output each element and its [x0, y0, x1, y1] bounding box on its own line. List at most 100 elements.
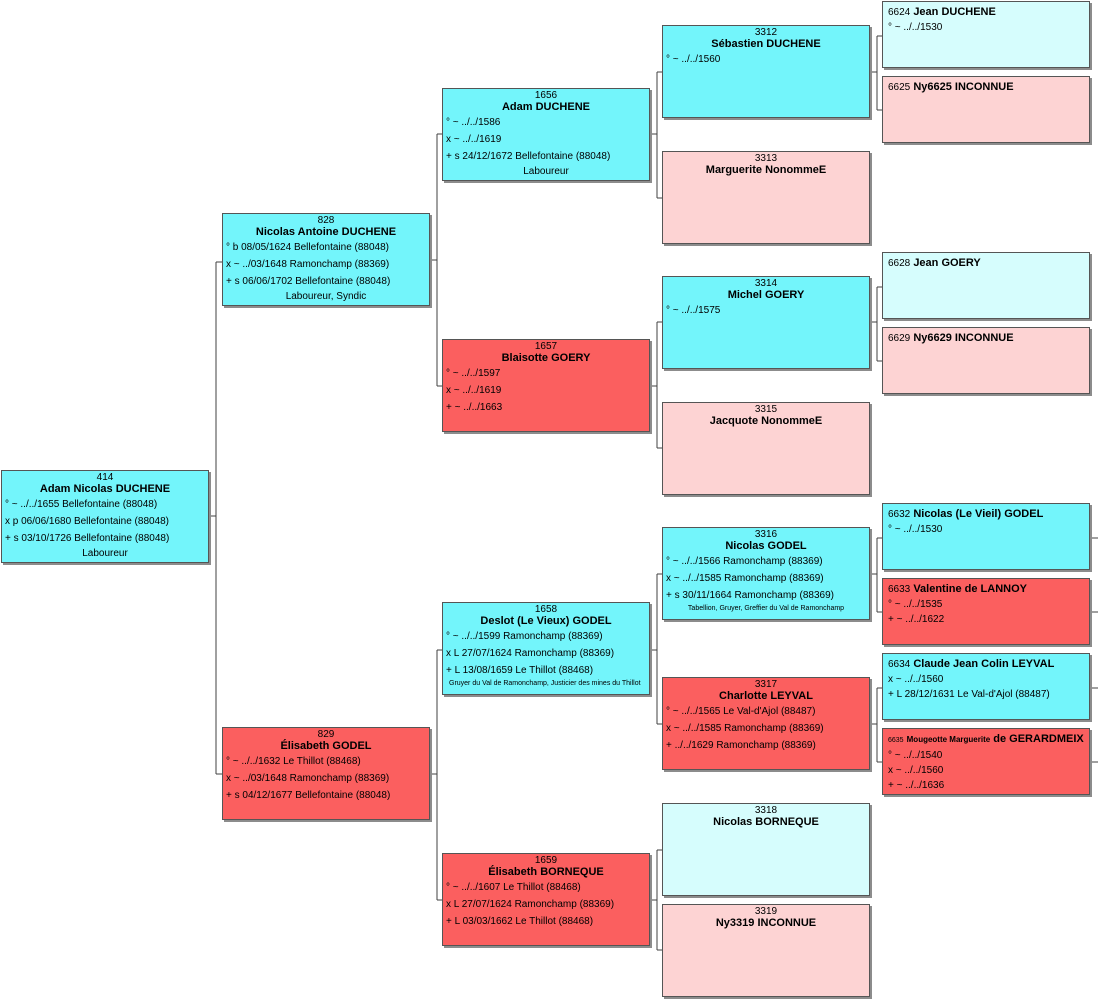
person-box-3315[interactable]: 3315 Jacquote NonommeE: [662, 402, 870, 495]
person-box-3316[interactable]: 3316 Nicolas GODEL ° ~ ../../1566 Ramonc…: [662, 527, 870, 620]
marriage-event: x p 06/06/1680 Bellefontaine (88048): [5, 516, 170, 527]
person-header: 6628 Jean GOERY: [883, 253, 1089, 271]
sosa-number: 3312: [754, 27, 778, 38]
marriage-event: x L 27/07/1624 Ramonchamp (88369): [446, 648, 615, 659]
person-name: Michel GOERY: [727, 289, 805, 301]
birth-event: ° ~ ../../1530: [888, 22, 943, 33]
marriage-event: x ~ ../../1560: [888, 765, 944, 776]
sosa-number: 1659: [534, 855, 558, 866]
marriage-event: x ~ ../../1560: [888, 674, 944, 685]
person-name: Blaisotte GOERY: [501, 352, 591, 364]
death-event: + ~ ../../1663: [446, 402, 503, 413]
person-name: Ny3319 INCONNUE: [715, 917, 817, 929]
person-name: Deslot (Le Vieux) GODEL: [480, 615, 612, 627]
person-box-1657[interactable]: 1657 Blaisotte GOERY ° ~ ../../1597 x ~ …: [442, 339, 650, 432]
person-box-1658[interactable]: 1658 Deslot (Le Vieux) GODEL ° ~ ../../1…: [442, 602, 650, 695]
person-box-6625[interactable]: 6625 Ny6625 INCONNUE: [882, 76, 1090, 143]
death-event: + s 06/06/1702 Bellefontaine (88048): [226, 276, 391, 287]
person-name: Jacquote NonommeE: [709, 415, 823, 427]
person-name: Élisabeth BORNEQUE: [488, 866, 604, 878]
person-header: 6635 Mougeotte Marguerite de GERARDMEIX: [883, 729, 1089, 748]
sosa-number: 3316: [754, 529, 778, 540]
marriage-event: x ~ ../../1585 Ramonchamp (88369): [666, 573, 824, 584]
person-name: Mougeotte Marguerite: [906, 735, 991, 744]
occupation: Gruyer du Val de Ramonchamp, Justicier d…: [449, 680, 641, 687]
person-name: Nicolas Antoine DUCHENE: [255, 226, 397, 238]
person-name: Ny6629 INCONNUE: [913, 332, 1014, 344]
sosa-number: 6635: [888, 737, 904, 744]
birth-event: ° ~ ../../1530: [888, 524, 943, 535]
death-event: + L 13/08/1659 Le Thillot (88468): [446, 665, 594, 676]
person-box-3319[interactable]: 3319 Ny3319 INCONNUE: [662, 904, 870, 997]
death-event: + ~ ../../1622: [888, 614, 945, 625]
person-box-3317[interactable]: 3317 Charlotte LEYVAL ° ~ ../../1565 Le …: [662, 677, 870, 770]
person-name: Charlotte LEYVAL: [719, 690, 813, 702]
death-event: + L 03/03/1662 Le Thillot (88468): [446, 916, 594, 927]
person-box-3318[interactable]: 3318 Nicolas BORNEQUE: [662, 803, 870, 896]
marriage-event: x ~ ../../1585 Ramonchamp (88369): [666, 723, 824, 734]
person-name: Jean DUCHENE: [913, 6, 996, 18]
sosa-number: 6624: [888, 7, 911, 18]
person-name: Nicolas (Le Vieil) GODEL: [913, 508, 1044, 520]
birth-event: ° ~ ../../1655 Bellefontaine (88048): [5, 499, 158, 510]
person-name: Marguerite NonommeE: [705, 164, 827, 176]
person-box-6624[interactable]: 6624 Jean DUCHENE ° ~ ../../1530: [882, 1, 1090, 68]
sosa-number: 3318: [754, 805, 778, 816]
person-name: Jean GOERY: [913, 257, 981, 269]
sosa-number: 6629: [888, 333, 911, 344]
death-event: + ../../1629 Ramonchamp (88369): [666, 740, 816, 751]
person-header: 6633 Valentine de LANNOY: [883, 579, 1089, 597]
person-box-6628[interactable]: 6628 Jean GOERY: [882, 252, 1090, 319]
person-name: Ny6625 INCONNUE: [913, 81, 1014, 93]
sosa-number: 3319: [754, 906, 778, 917]
person-box-3313[interactable]: 3313 Marguerite NonommeE: [662, 151, 870, 244]
sosa-number: 828: [317, 215, 335, 226]
person-box-829[interactable]: 829 Élisabeth GODEL ° ~ ../../1632 Le Th…: [222, 727, 430, 820]
person-box-6635[interactable]: 6635 Mougeotte Marguerite de GERARDMEIX …: [882, 728, 1090, 795]
person-box-6629[interactable]: 6629 Ny6629 INCONNUE: [882, 327, 1090, 394]
person-box-6632[interactable]: 6632 Nicolas (Le Vieil) GODEL ° ~ ../../…: [882, 503, 1090, 570]
death-event: + s 04/12/1677 Bellefontaine (88048): [226, 790, 391, 801]
sosa-number: 1658: [534, 604, 558, 615]
person-box-1659[interactable]: 1659 Élisabeth BORNEQUE ° ~ ../../1607 L…: [442, 853, 650, 946]
person-name: Valentine de LANNOY: [913, 583, 1028, 595]
sosa-number: 6628: [888, 258, 911, 269]
person-header: 6634 Claude Jean Colin LEYVAL: [883, 654, 1089, 672]
person-name: Adam DUCHENE: [501, 101, 590, 113]
person-name: Nicolas GODEL: [725, 540, 807, 552]
person-name-tail: de GERARDMEIX: [993, 733, 1084, 745]
sosa-number: 3315: [754, 404, 778, 415]
birth-event: ° ~ ../../1535: [888, 599, 943, 610]
marriage-event: x ~ ../03/1648 Ramonchamp (88369): [226, 259, 390, 270]
person-box-414[interactable]: 414 Adam Nicolas DUCHENE ° ~ ../../1655 …: [1, 470, 209, 563]
birth-event: ° ~ ../../1566 Ramonchamp (88369): [666, 556, 823, 567]
birth-event: ° ~ ../../1560: [666, 54, 721, 65]
person-box-3312[interactable]: 3312 Sébastien DUCHENE ° ~ ../../1560: [662, 25, 870, 118]
person-box-828[interactable]: 828 Nicolas Antoine DUCHENE ° b 08/05/16…: [222, 213, 430, 306]
person-header: 6629 Ny6629 INCONNUE: [883, 328, 1089, 346]
sosa-number: 3314: [754, 278, 778, 289]
birth-event: ° ~ ../../1575: [666, 305, 721, 316]
birth-event: ° b 08/05/1624 Bellefontaine (88048): [226, 242, 390, 253]
marriage-event: x ~ ../../1619: [446, 385, 502, 396]
person-box-6633[interactable]: 6633 Valentine de LANNOY ° ~ ../../1535 …: [882, 578, 1090, 645]
person-name: Adam Nicolas DUCHENE: [39, 483, 171, 495]
sosa-number: 6634: [888, 659, 911, 670]
sosa-number: 1656: [534, 90, 558, 101]
sosa-number: 829: [317, 729, 335, 740]
person-box-3314[interactable]: 3314 Michel GOERY ° ~ ../../1575: [662, 276, 870, 369]
person-name: Claude Jean Colin LEYVAL: [913, 658, 1055, 670]
person-name: Élisabeth GODEL: [280, 740, 372, 752]
birth-event: ° ~ ../../1540: [888, 750, 943, 761]
death-event: + s 30/11/1664 Ramonchamp (88369): [666, 590, 834, 601]
person-box-6634[interactable]: 6634 Claude Jean Colin LEYVAL x ~ ../../…: [882, 653, 1090, 720]
person-box-1656[interactable]: 1656 Adam DUCHENE ° ~ ../../1586 x ~ ../…: [442, 88, 650, 181]
death-event: + s 03/10/1726 Bellefontaine (88048): [5, 533, 170, 544]
sosa-number: 3313: [754, 153, 778, 164]
marriage-event: x L 27/07/1624 Ramonchamp (88369): [446, 899, 615, 910]
occupation: Laboureur, Syndic: [285, 291, 367, 302]
death-event: + L 28/12/1631 Le Val-d'Ajol (88487): [888, 689, 1050, 700]
birth-event: ° ~ ../../1599 Ramonchamp (88369): [446, 631, 603, 642]
